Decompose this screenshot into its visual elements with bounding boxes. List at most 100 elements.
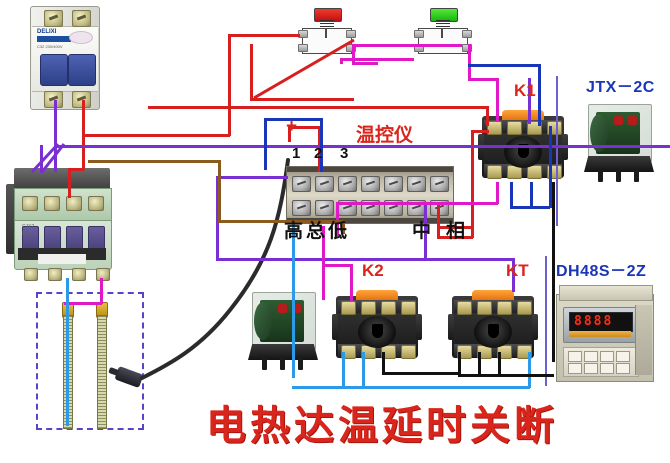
start-button-terminal-no-b <box>462 44 472 52</box>
spare-relay-pin-2 <box>280 358 285 370</box>
wire-magenta-k1-bottom <box>496 182 499 204</box>
k2-socket-clip[interactable] <box>356 290 398 301</box>
timer-keypad[interactable] <box>563 347 639 377</box>
relay-socket-k2[interactable] <box>332 290 422 362</box>
stop-button-stem <box>325 28 327 38</box>
timer-key-2[interactable] <box>584 351 598 362</box>
jtx-relay-coil <box>590 114 608 152</box>
kt-top-terminal-ridge <box>454 300 532 313</box>
contactor-base-light <box>38 254 86 264</box>
tc-neutral-label: 中 <box>412 220 432 242</box>
wire-purple-k2-riser <box>216 176 219 260</box>
stop-push-button[interactable] <box>298 8 356 54</box>
dh48s-model-label: DH48S－2Z <box>556 263 647 280</box>
timer-key-5[interactable] <box>568 363 582 374</box>
tc-high-label: 高 <box>284 220 304 242</box>
timer-side-panel <box>635 305 652 375</box>
wire-magenta-k1-riser <box>468 44 471 80</box>
k1-terminal-bottom-1 <box>487 165 502 179</box>
k1-socket-clip[interactable] <box>502 110 544 121</box>
contactor-lower-terminal-2 <box>48 268 62 281</box>
wire-black-k1-to-bottom <box>552 182 555 362</box>
timer-key-7[interactable] <box>600 363 614 374</box>
wire-red-to-contactor <box>82 136 85 170</box>
tc-terminal-1-label: 1 <box>292 145 301 162</box>
wire-lightblue-kt-up <box>528 352 531 388</box>
k2-socket-ear-right <box>416 314 422 340</box>
breaker-logo-oval <box>69 31 93 44</box>
tc-terminal-2-label: 2 <box>314 145 323 162</box>
tc-terminal-top-1 <box>292 176 311 192</box>
start-push-button[interactable] <box>414 8 472 54</box>
breaker-spec-text: C32 230/400V <box>37 44 63 49</box>
contactor-terminal-2 <box>44 196 60 211</box>
timer-key-8[interactable] <box>616 363 630 374</box>
contactor-lower-terminal-3 <box>72 268 86 281</box>
wire-red-contactor-jog <box>68 168 84 171</box>
breaker-lever-left[interactable] <box>40 54 68 86</box>
heating-element-enclosure <box>36 292 144 430</box>
circuit-breaker[interactable]: DELIXI C32 230/400V <box>30 6 100 110</box>
relay-socket-kt[interactable] <box>448 290 538 362</box>
kt-socket-ear-right <box>532 314 538 340</box>
stop-button-terminal-nc-b <box>346 30 356 38</box>
stop-button-spring <box>320 19 334 30</box>
wire-purple-contactor-fan <box>30 142 66 174</box>
kt-socket-clip[interactable] <box>472 290 514 301</box>
start-button-frame <box>418 28 468 54</box>
wire-red-phase-riser <box>471 130 474 238</box>
wire-purple-contactor-b <box>54 160 57 172</box>
timer-key-3[interactable] <box>600 351 614 362</box>
breaker-lever-right[interactable] <box>68 54 96 86</box>
wire-lightblue-high-drop <box>292 222 295 302</box>
wire-black-bottom-bus <box>458 374 554 377</box>
wire-purple-breaker-down <box>54 100 57 162</box>
diagram-title: 电热达温延时关断 <box>206 403 558 449</box>
tc-top-strip <box>287 167 453 172</box>
temperature-probe-cable <box>140 158 290 380</box>
wire-brown-tc-drop <box>342 220 345 234</box>
breaker-terminal-bottom-right <box>72 91 91 108</box>
timer-key-4[interactable] <box>616 351 630 362</box>
wire-purple-neutral-drop <box>424 204 427 260</box>
timer-key-6[interactable] <box>584 363 598 374</box>
wire-red-phase-drop <box>437 204 440 238</box>
timer-screen: 8888 <box>569 312 633 332</box>
timer-key-1[interactable] <box>568 351 582 362</box>
kt-terminal-top-1 <box>457 301 472 315</box>
contactor-side-bracket <box>6 184 16 254</box>
spare-relay-contact-a <box>278 304 287 313</box>
temperature-controller-terminal-block[interactable] <box>286 166 454 224</box>
dh48s-digital-timer[interactable]: 8888 <box>556 285 654 382</box>
contactor-terminal-3 <box>66 196 82 211</box>
wire-magenta-start-feed <box>340 58 414 61</box>
wire-lightblue-heater-return <box>66 278 69 426</box>
wire-magenta-common-jog <box>322 264 352 267</box>
tc-plus-label: + <box>286 116 298 137</box>
wire-black-kt-b1 <box>458 352 461 376</box>
wire-magenta-mid-drop <box>336 202 339 236</box>
tc-terminal-3-label: 3 <box>340 145 349 162</box>
kt-bottom-terminal-ridge <box>454 344 532 357</box>
kt-terminal-top-4 <box>517 301 532 315</box>
k1-top-terminal-ridge <box>484 120 562 133</box>
wire-purple-k2-feed <box>216 176 288 179</box>
wire-purple-contactor-a <box>40 145 43 173</box>
tc-common-label: 总 <box>306 220 326 242</box>
wire-blue-to-k1 <box>538 64 541 126</box>
k2-terminal-top-3 <box>381 301 396 315</box>
jtx-2c-relay-photo <box>584 104 654 182</box>
contactor-window-4 <box>88 226 105 250</box>
k1-bottom-terminal-ridge <box>484 164 562 177</box>
wire-black-k2-b3 <box>382 352 385 374</box>
wire-blue-k1-right <box>549 126 552 208</box>
k2-terminal-top-4 <box>401 301 416 315</box>
wire-red-plus-top <box>288 126 320 129</box>
spare-relay-contact-b <box>292 304 301 313</box>
wire-lightblue-k2-b1 <box>342 352 345 386</box>
wire-magenta-k1-top <box>468 78 498 81</box>
tc-terminal-top-5 <box>384 176 403 192</box>
wire-red-phase-to-k1 <box>471 130 489 133</box>
wire-blue-tc2-drop <box>320 118 323 172</box>
